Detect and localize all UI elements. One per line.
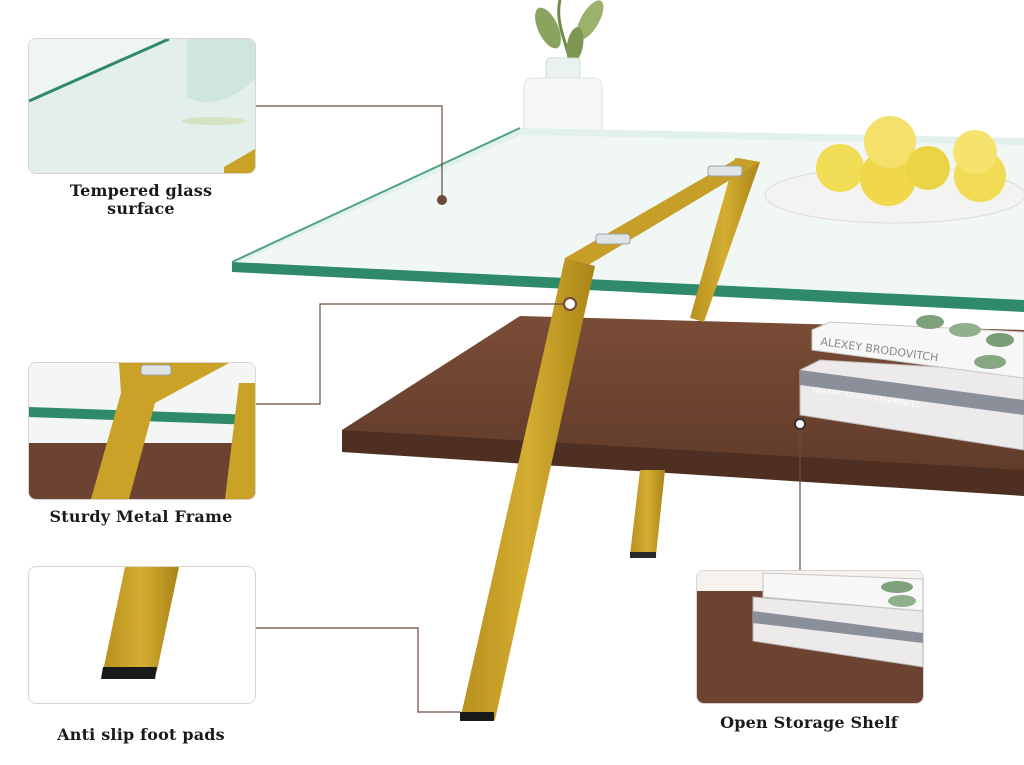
frame-detail-callout — [28, 362, 256, 500]
callout-leader-lines — [254, 105, 801, 713]
frame-label: Sturdy Metal Frame — [49, 507, 233, 526]
shelf-label: Open Storage Shelf — [720, 713, 898, 732]
callout-dots — [437, 195, 806, 430]
shelf-detail-icon — [697, 571, 923, 703]
shelf-detail-callout — [696, 570, 924, 704]
lemon-bowl — [764, 116, 1024, 224]
metal-frame-detail-icon — [29, 363, 255, 499]
glass-detail-callout — [28, 38, 256, 174]
gold-metal-frame — [460, 158, 760, 721]
foot-label: Anti slip foot pads — [57, 725, 225, 744]
wooden-shelf — [342, 316, 1024, 496]
foot-pad-detail-icon — [29, 567, 255, 703]
glass-corner-detail-icon — [29, 39, 255, 173]
foot-detail-callout — [28, 566, 256, 704]
book-stack: ALEXEY BRODOVITCH GRAPHIC DESIGN REFEREN… — [799, 315, 1024, 451]
glass-label: Tempered glass surface — [69, 181, 213, 218]
